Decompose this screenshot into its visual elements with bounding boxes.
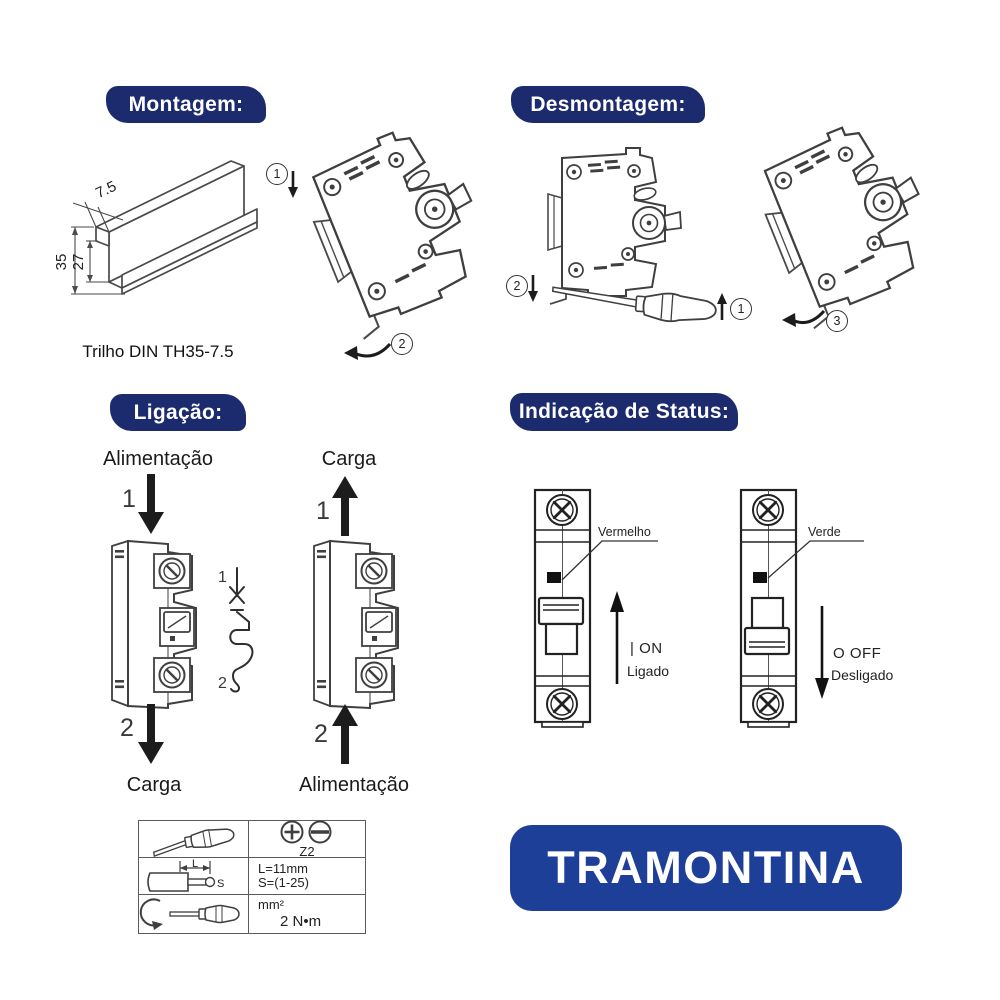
brand-name: TRAMONTINA <box>547 842 865 893</box>
torque-value: 2 N•m <box>280 912 322 930</box>
desmontagem-step1-badge: 1 <box>730 298 752 320</box>
ligacao-left-arrow-down2-icon <box>138 704 164 764</box>
desmontagem-step2-badge: 2 <box>506 275 528 297</box>
din-rail-drawing: 7.5 35 27 <box>53 160 258 295</box>
screw-code: Z2 <box>299 843 315 859</box>
circuit-symbol-terminal1: 1 <box>218 569 227 586</box>
phillips-slotted-screw-icon <box>280 820 332 844</box>
ligacao-right-breaker-drawing <box>312 539 400 710</box>
torque-screwdriver-icon <box>139 898 240 930</box>
status-window-red <box>547 572 561 583</box>
on-label: ON <box>639 640 663 657</box>
montagem-step2-curve-arrow-icon <box>344 342 392 360</box>
status-green-leader-line <box>767 540 864 579</box>
screwdriver-small-icon <box>152 828 235 858</box>
breaker-circuit-symbol: 1 2 <box>218 567 254 693</box>
status-on-text: | ON <box>630 640 663 657</box>
montagem-breaker-tilted-drawing <box>292 113 506 341</box>
montagem-step1-badge: 1 <box>266 163 288 185</box>
status-title: Indicação de Status: <box>518 400 730 423</box>
desmontagem-title-banner: Desmontagem: <box>511 86 705 123</box>
ligacao-title: Ligação: <box>133 400 223 424</box>
wire-unit: mm² <box>258 897 284 913</box>
status-title-banner: Indicação de Status: <box>510 393 738 431</box>
spec-row3-value-cell: mm² 2 N•m <box>249 895 365 933</box>
wire-s-letter: S <box>217 878 224 890</box>
status-breaker-off-drawing <box>739 488 798 728</box>
status-off-text: O OFF <box>833 645 881 662</box>
status-off-arrow-down-icon <box>815 606 829 699</box>
spec-row1-icon-cell <box>139 821 249 858</box>
wire-length: L=11mm <box>258 861 308 877</box>
status-green-label: Verde <box>808 525 841 539</box>
ligacao-right-bottom-label: Alimentação <box>298 774 410 796</box>
desmontagem-step3-badge: 3 <box>826 310 848 332</box>
ligacao-right-step1: 1 <box>316 497 330 525</box>
ligacao-title-banner: Ligação: <box>110 394 246 431</box>
tramontina-logo: TRAMONTINA <box>510 825 902 911</box>
circuit-symbol-terminal2: 2 <box>218 675 227 692</box>
ligacao-right-step2: 2 <box>314 720 328 748</box>
wire-strip-icon: L S <box>146 858 224 892</box>
spec-row1-value-cell: Z2 <box>249 820 365 859</box>
desmontagem-breaker-drawing <box>547 147 682 305</box>
rail-label: Trilho DIN TH35-7.5 <box>82 342 234 361</box>
ligacao-left-breaker-drawing <box>110 539 198 710</box>
screwdriver-icon <box>551 286 717 323</box>
status-window-green <box>753 572 767 583</box>
ligacao-left-top-label: Alimentação <box>102 448 214 470</box>
wire-l-letter: L <box>191 858 197 870</box>
montagem-step2-badge: 2 <box>391 333 413 355</box>
spec-table: Z2 L S L=11mm S=(1-25) <box>138 820 366 934</box>
off-label: OFF <box>849 645 882 662</box>
ligacao-left-bottom-label: Carga <box>126 774 182 796</box>
spec-row2-value-cell: L=11mm S=(1-25) <box>249 858 365 895</box>
wire-section: S=(1-25) <box>258 875 309 890</box>
rail-dim-height: 35 <box>53 254 70 271</box>
montagem-title: Montagem: <box>128 92 244 116</box>
status-off-sub: Desligado <box>831 667 894 683</box>
montagem-title-banner: Montagem: <box>106 86 266 123</box>
off-symbol: O <box>833 645 846 662</box>
ligacao-left-step1: 1 <box>122 485 136 513</box>
ligacao-right-arrow-up2-icon <box>332 704 358 764</box>
desmontagem-breaker-tilted-drawing <box>744 109 952 331</box>
on-symbol: | <box>630 640 635 657</box>
status-on-sub: Ligado <box>627 663 670 679</box>
status-breaker-on-drawing <box>533 488 592 728</box>
spec-row3-icon-cell <box>139 895 249 933</box>
status-on-arrow-up-icon <box>610 591 624 684</box>
ligacao-left-arrow-down-icon <box>138 474 164 534</box>
status-red-leader-line <box>561 540 658 581</box>
rail-dim-inner: 27 <box>70 254 87 271</box>
ligacao-right-top-label: Carga <box>321 448 377 470</box>
ligacao-left-step2: 2 <box>120 714 134 742</box>
ligacao-right-arrow-up-icon <box>332 476 358 536</box>
rail-dim-depth: 7.5 <box>93 178 119 202</box>
spec-row2-icon-cell: L S <box>139 858 249 895</box>
desmontagem-step1-arrow-up-icon <box>717 293 727 320</box>
desmontagem-step2-arrow-down-icon <box>528 275 538 302</box>
desmontagem-title: Desmontagem: <box>530 92 686 116</box>
montagem-step1-arrow-down-icon <box>288 171 298 198</box>
status-red-label: Vermelho <box>598 525 651 539</box>
desmontagem-step3-curve-arrow-icon <box>782 309 826 327</box>
